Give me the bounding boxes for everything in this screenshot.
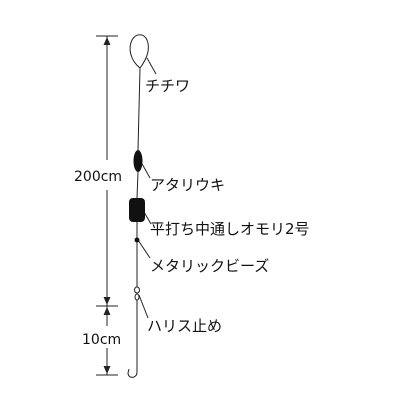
label-loop: チチワ [145,77,190,95]
loop-icon [129,34,149,69]
swivel-icon [134,286,140,301]
dimension-upper-arrow-bottom [103,297,111,305]
float-icon [133,150,143,172]
leader-bead [137,239,151,259]
leader-sinker [143,211,152,225]
leader-loop [146,57,157,75]
dimension-upper-label: 200cm [74,169,122,185]
line-segment-2 [136,171,139,199]
label-bead: メタリックビーズ [150,257,269,275]
dimension-upper-arrow-top [103,37,111,45]
label-float: アタリウキ [150,176,225,194]
dimension-upper [96,35,118,307]
dimension-lower-label: 10cm [82,332,121,348]
sinker-icon [129,198,145,222]
main-line [127,34,157,378]
hook-icon [127,366,138,378]
line-segment-1 [137,67,141,151]
dimension-lower-arrow-top [103,307,111,315]
dimension-lower-arrow-bottom [103,366,111,374]
label-sinker: 平打ち中通しオモリ2号 [150,220,310,238]
bead-icon [134,237,140,243]
label-swivel: ハリス止め [147,317,222,335]
leader-swivel [138,294,149,319]
leader-float [140,161,151,179]
